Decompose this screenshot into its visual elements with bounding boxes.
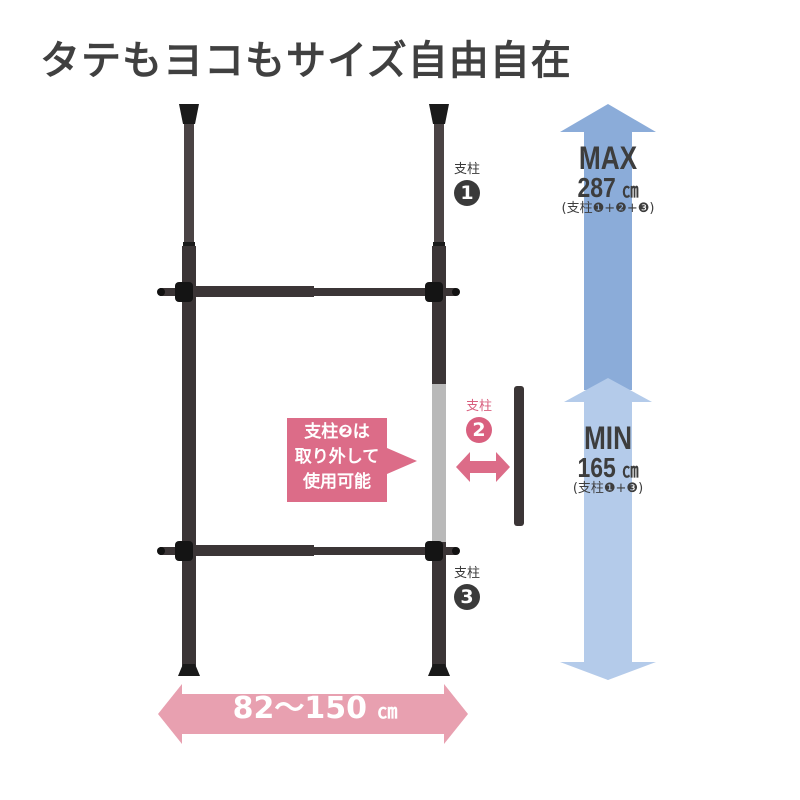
removed-post-2	[514, 386, 524, 526]
min-height-arrow	[560, 378, 656, 680]
post-2-number-badge: 2	[466, 417, 492, 443]
page-title: タテもヨコもサイズ自由自在	[40, 38, 572, 84]
post-3-number-badge: 3	[454, 584, 480, 610]
post-2-label: 支柱 2	[465, 399, 492, 443]
left-pole	[178, 104, 200, 676]
width-arrow	[158, 684, 468, 744]
post-1-number-badge: 1	[454, 180, 480, 206]
max-height-label: MAX 287 ㎝ (支柱❶+❷+❸)	[561, 140, 655, 216]
right-pole	[428, 104, 450, 676]
removable-post-callout: 支柱❷は 取り外して 使用可能	[287, 418, 387, 502]
min-height-label: MIN 165 ㎝ (支柱❶+❸)	[572, 420, 644, 496]
max-height-arrow	[560, 104, 656, 390]
double-arrow-icon	[456, 452, 510, 482]
upper-crossbar	[157, 282, 460, 302]
callout-pointer	[387, 448, 417, 474]
post-1-label: 支柱 1	[453, 162, 480, 206]
post-3-label: 支柱 3	[453, 566, 480, 610]
width-range-label: 82～150 ㎝	[232, 691, 398, 726]
lower-crossbar	[157, 541, 460, 561]
